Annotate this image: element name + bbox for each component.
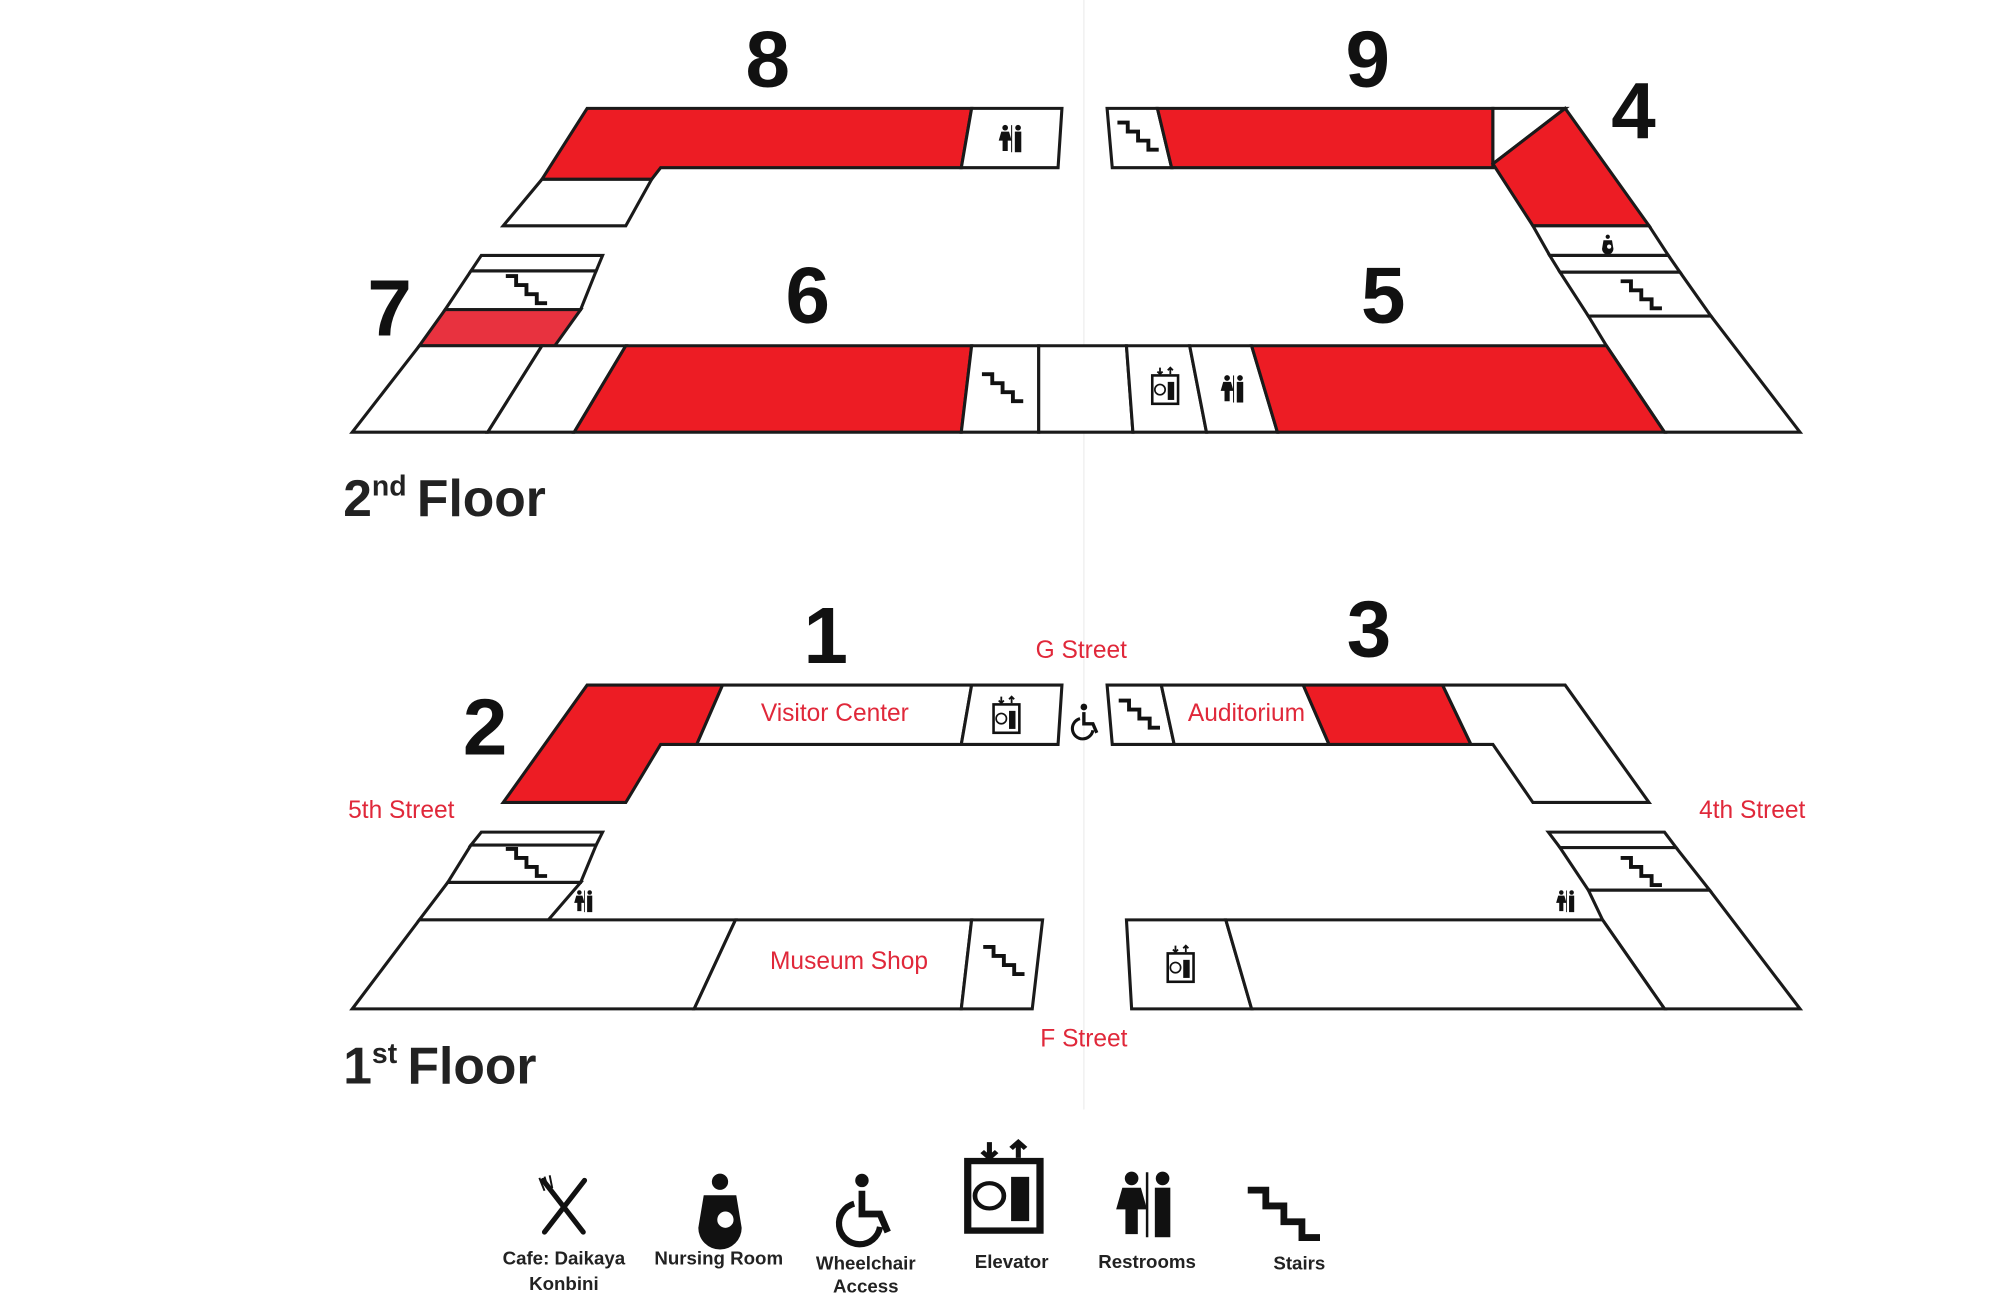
legend-label: Stairs [1273,1252,1325,1273]
room [1037,344,1135,434]
room [468,253,605,273]
legend-item-cafe: Cafe: Daikaya Konbini [503,1175,626,1294]
stairs-cell [444,843,599,884]
stairs-cell [1557,270,1714,318]
legend-label: Restrooms [1098,1251,1196,1272]
legend-item-wheelchair: Wheelchair Access [816,1174,916,1294]
elevator-icon [968,1142,1040,1231]
restroom-icon [573,889,593,913]
legend-item-nursing: Nursing Room [654,1173,783,1268]
street-label-4th: 4th Street [1699,797,1805,824]
nursing-cell [1530,224,1672,257]
legend-item-elevator: Elevator [968,1142,1049,1272]
zone-6[interactable] [571,344,974,434]
room [349,918,738,1011]
room [1546,253,1683,274]
zone-8[interactable] [539,106,974,181]
room [1223,918,1668,1011]
museum-shop-label: Museum Shop [770,948,928,975]
legend-label: Elevator [975,1251,1049,1272]
legend-label: Access [833,1276,898,1294]
stairs-icon [1248,1190,1320,1237]
stairs-cell [442,269,599,312]
legend-label: Nursing Room [654,1247,783,1268]
zone-7[interactable] [416,308,584,348]
fork-knife-icon [538,1175,588,1235]
room [1585,888,1804,1011]
room [1585,314,1804,434]
legend-label: Cafe: Daikaya [503,1247,626,1268]
zone-label-4: 4 [1611,66,1656,155]
room [499,177,655,228]
room [1440,683,1653,805]
legend: Cafe: Daikaya Konbini Nursing Room Wheel… [503,1142,1325,1294]
wheelchair-icon [839,1174,888,1244]
zone-label-1: 1 [804,591,848,680]
zone-5[interactable] [1249,344,1668,434]
zone-label-9: 9 [1345,14,1389,103]
room [1545,830,1680,850]
room [416,880,585,922]
street-label-5th: 5th Street [348,797,454,824]
auditorium-label: Auditorium [1188,700,1305,727]
legend-item-stairs: Stairs [1248,1190,1325,1273]
street-label-f: F Street [1040,1025,1127,1052]
zone-label-3: 3 [1347,585,1391,674]
zone-label-5: 5 [1361,251,1405,340]
nursing-icon [698,1173,742,1250]
restroom-icon [1555,889,1575,913]
zone-label-8: 8 [745,14,789,103]
zone-2[interactable] [500,683,725,805]
zone-9[interactable] [1155,106,1495,170]
legend-label: Wheelchair [816,1252,916,1273]
stairs-cell [959,344,1041,434]
legend-label: Konbini [529,1273,599,1294]
street-label-g: G Street [1036,637,1127,664]
first-floor: Visitor Center Auditorium Museum Shop 1 … [343,585,1805,1095]
visitor-center-label: Visitor Center [761,700,909,727]
restroom-icon [1114,1170,1172,1239]
zone-label-7: 7 [367,263,411,352]
zone-label-6: 6 [785,251,829,340]
zone-label-2: 2 [463,683,507,772]
room [467,830,606,847]
legend-item-restrooms: Restrooms [1098,1170,1196,1272]
stairs-cell [1557,846,1713,892]
wheelchair-icon [1070,701,1099,741]
